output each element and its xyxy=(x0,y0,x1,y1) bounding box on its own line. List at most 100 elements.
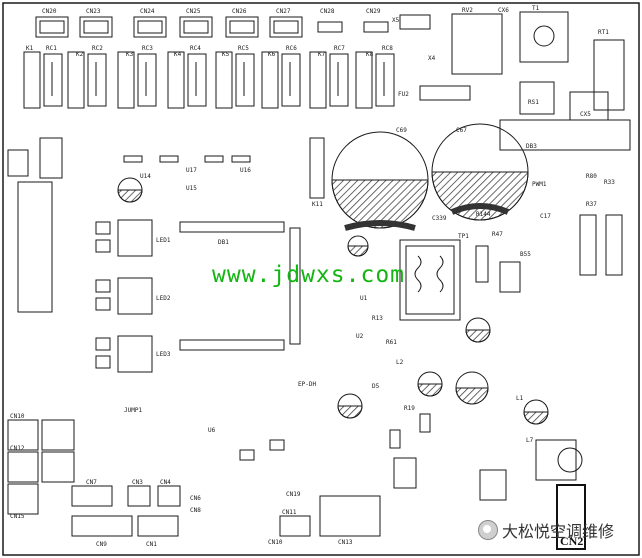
label-cn10: CN10 xyxy=(10,413,25,420)
connector-cn3 xyxy=(127,485,151,507)
label-u2: U2 xyxy=(356,333,364,340)
long-connectors xyxy=(179,221,301,351)
label-fu2: FU2 xyxy=(398,91,409,98)
label-l7: L7 xyxy=(526,437,534,444)
connector-cn24 xyxy=(133,16,167,38)
connector-cn27 xyxy=(269,16,303,38)
label-l2: L2 xyxy=(396,359,404,366)
label-cn11: CN11 xyxy=(282,509,297,516)
label-led2: LED2 xyxy=(156,295,171,302)
capacitor-mid-1 xyxy=(347,235,369,257)
label-cn25: CN25 xyxy=(186,8,201,15)
label-db3: DB3 xyxy=(526,143,537,150)
label-rc6: RC6 xyxy=(286,45,297,52)
label-cn4: CN4 xyxy=(160,479,171,486)
transformer-t1 xyxy=(519,11,569,63)
label-r13: R13 xyxy=(372,315,383,322)
relay-connector-row xyxy=(35,14,431,38)
capacitor-mid-2 xyxy=(465,317,491,343)
connector-cn9 xyxy=(71,515,133,537)
misc-components xyxy=(123,137,431,461)
wechat-logo-icon xyxy=(478,520,498,540)
label-cn8: CN8 xyxy=(190,507,201,514)
relay-k1 xyxy=(23,51,63,109)
label-jump1: JUMP1 xyxy=(124,407,142,414)
label-r33: R33 xyxy=(604,179,615,186)
label-c69: C69 xyxy=(396,127,407,134)
label-u6: U6 xyxy=(208,427,216,434)
label-rc8: RC8 xyxy=(382,45,393,52)
label-cn13: CN13 xyxy=(338,539,353,546)
part-x5 xyxy=(399,14,431,30)
label-cn20: CN20 xyxy=(42,8,57,15)
label-cn26: CN26 xyxy=(232,8,247,15)
fuse-fu2 xyxy=(419,85,471,101)
label-r80: R80 xyxy=(586,173,597,180)
led3 xyxy=(117,335,153,373)
label-cn3: CN3 xyxy=(132,479,143,486)
label-rc4: RC4 xyxy=(190,45,201,52)
bridge-db3 xyxy=(499,119,631,151)
label-cn23: CN23 xyxy=(86,8,101,15)
website-watermark: www.jdwxs.com xyxy=(212,262,406,288)
capacitor-mid-6 xyxy=(117,177,143,203)
label-ep-dh: EP-DH xyxy=(298,381,316,388)
connector-cn10 xyxy=(7,419,39,451)
connector-left-3 xyxy=(17,181,53,313)
relay-row xyxy=(23,51,395,109)
relay-rs1 xyxy=(519,81,555,115)
relay-k6 xyxy=(261,51,301,109)
label-rc5: RC5 xyxy=(238,45,249,52)
label-cn7: CN7 xyxy=(86,479,97,486)
label-k2: K2 xyxy=(76,51,84,58)
label-cn15: CN15 xyxy=(10,513,25,520)
relay-k5 xyxy=(215,51,255,109)
label-u14: U14 xyxy=(140,173,151,180)
label-r144: R144 xyxy=(476,211,491,218)
cn2-highlight-box xyxy=(556,484,586,550)
label-u17: U17 xyxy=(186,167,197,174)
label-led1: LED1 xyxy=(156,237,171,244)
label-cx5: CX5 xyxy=(580,111,591,118)
label-r47: R47 xyxy=(492,231,503,238)
label-cn24: CN24 xyxy=(140,8,155,15)
label-rc1: RC1 xyxy=(46,45,57,52)
label-r19: R19 xyxy=(404,405,415,412)
label-db1: DB1 xyxy=(218,239,229,246)
label-x5: X5 xyxy=(392,17,400,24)
label-tp1: TP1 xyxy=(458,233,469,240)
label-k1: K1 xyxy=(26,45,34,52)
label-led3: LED3 xyxy=(156,351,171,358)
label-cn28: CN28 xyxy=(320,8,335,15)
connector-cn20 xyxy=(35,16,69,38)
label-k11: K11 xyxy=(312,201,323,208)
label-u16: U16 xyxy=(240,167,251,174)
label-rc7: RC7 xyxy=(334,45,345,52)
connector-left-2 xyxy=(39,137,63,179)
label-cn19: CN19 xyxy=(286,491,301,498)
varistor-rv2 xyxy=(451,13,503,75)
label-cn1: CN1 xyxy=(146,541,157,548)
label-rs1: RS1 xyxy=(528,99,539,106)
connector-cn29 xyxy=(363,21,389,33)
label-l1: L1 xyxy=(516,395,524,402)
switching-transformer xyxy=(399,239,461,321)
power-section-top xyxy=(419,11,631,151)
connector-cn23 xyxy=(79,16,113,38)
label-k4: K4 xyxy=(174,51,182,58)
bulk-capacitors xyxy=(331,123,529,231)
right-connectors xyxy=(475,214,623,481)
led1 xyxy=(117,219,153,257)
label-pwm1: PWM1 xyxy=(532,181,547,188)
relay-k7 xyxy=(309,51,349,109)
connector-cn4 xyxy=(157,485,181,507)
connector-cn13 xyxy=(319,495,381,537)
label-cn29: CN29 xyxy=(366,8,381,15)
label-k3: K3 xyxy=(126,51,134,58)
label-u15: U15 xyxy=(186,185,197,192)
silkscreen-labels: CN20 CN23 CN24 CN25 CN26 CN27 CN28 CN29 … xyxy=(10,5,615,548)
led-blocks xyxy=(95,219,153,373)
relay-k8 xyxy=(355,51,395,109)
label-k8: K8 xyxy=(366,51,374,58)
